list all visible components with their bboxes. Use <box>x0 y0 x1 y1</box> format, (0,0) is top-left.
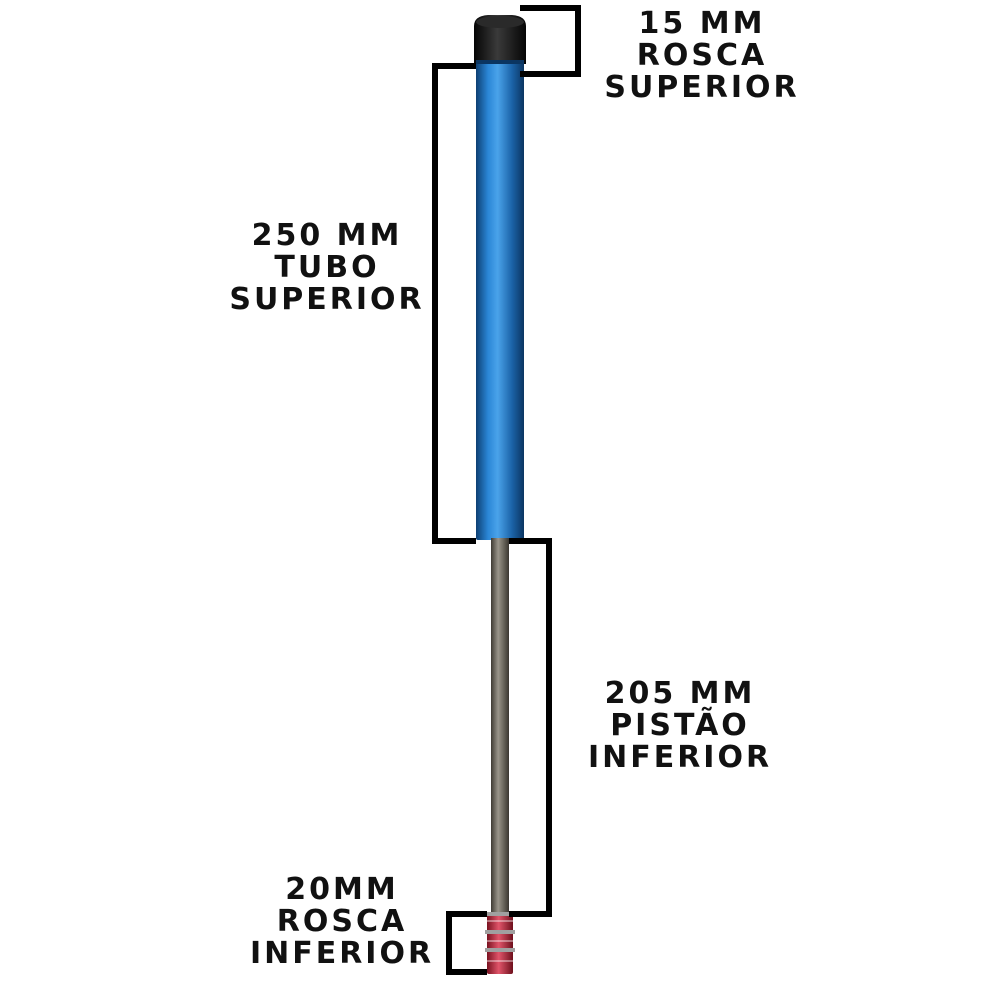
bracket-upper-tube <box>432 63 476 544</box>
label-line: 250 MM <box>251 218 403 253</box>
bracket-lower-piston <box>509 538 552 917</box>
label-line: PISTÃO <box>610 708 750 743</box>
label-line: INFERIOR <box>249 936 435 971</box>
label-top-thread: 15 MM ROSCA SUPERIOR <box>604 8 799 104</box>
label-bottom-thread: 20MM ROSCA INFERIOR <box>250 874 434 970</box>
label-line: INFERIOR <box>587 740 773 775</box>
label-line: SUPERIOR <box>229 282 425 317</box>
upper-tube <box>476 60 524 540</box>
label-line: 205 MM <box>604 676 756 711</box>
label-line: SUPERIOR <box>604 70 800 105</box>
label-lower-piston: 205 MM PISTÃO INFERIOR <box>588 678 772 774</box>
label-line: 20MM <box>285 872 399 907</box>
label-line: 15 MM <box>638 6 766 41</box>
bottom-thread-section <box>485 912 515 974</box>
label-line: TUBO <box>274 250 380 285</box>
top-cap <box>474 15 526 64</box>
bracket-bottom-thread <box>446 911 487 975</box>
label-line: ROSCA <box>636 38 768 73</box>
bracket-top-thread <box>520 5 581 77</box>
piston-rod <box>491 538 509 914</box>
label-upper-tube: 250 MM TUBO SUPERIOR <box>229 220 424 316</box>
label-line: ROSCA <box>276 904 408 939</box>
